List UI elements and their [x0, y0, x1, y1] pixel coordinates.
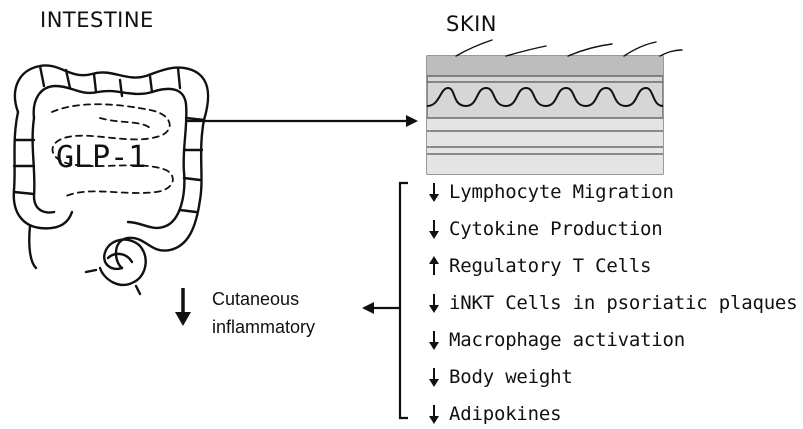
glp1-label: GLP-1 — [56, 140, 146, 175]
effect-label: Cytokine Production — [449, 218, 663, 240]
effect-label: Adipokines — [449, 403, 561, 425]
effect-item: Cytokine Production — [428, 214, 663, 244]
outcome-line-2: inflammatory — [212, 313, 315, 341]
effect-item: Body weight — [428, 362, 573, 392]
effect-label: Lymphocyte Migration — [449, 181, 674, 203]
effects-bracket — [400, 183, 408, 418]
effect-label: iNKT Cells in psoriatic plaques — [449, 292, 797, 314]
down-arrow-icon — [428, 403, 440, 425]
skin-illustration — [427, 40, 682, 174]
down-arrow-icon — [428, 218, 440, 240]
effect-item: Regulatory T Cells — [428, 251, 651, 281]
down-arrow-icon — [428, 329, 440, 351]
outcome-line-1: Cutaneous — [212, 285, 315, 313]
effect-item: Macrophage activation — [428, 325, 685, 355]
effect-label: Regulatory T Cells — [449, 255, 651, 277]
down-arrow-icon — [428, 366, 440, 388]
ascending-colon-inner — [33, 118, 54, 212]
effect-item: Lymphocyte Migration — [428, 177, 674, 207]
effect-label: Macrophage activation — [449, 329, 685, 351]
outcome-label: Cutaneous inflammatory — [212, 285, 315, 341]
down-arrow-icon — [428, 292, 440, 314]
effect-label: Body weight — [449, 366, 573, 388]
down-arrow-icon — [428, 181, 440, 203]
outcome-down-arrow-icon — [175, 288, 191, 326]
effect-item: iNKT Cells in psoriatic plaques — [428, 288, 797, 318]
sigmoid-loop — [100, 240, 146, 285]
intestine-illustration — [14, 65, 208, 294]
up-arrow-icon — [428, 255, 440, 277]
